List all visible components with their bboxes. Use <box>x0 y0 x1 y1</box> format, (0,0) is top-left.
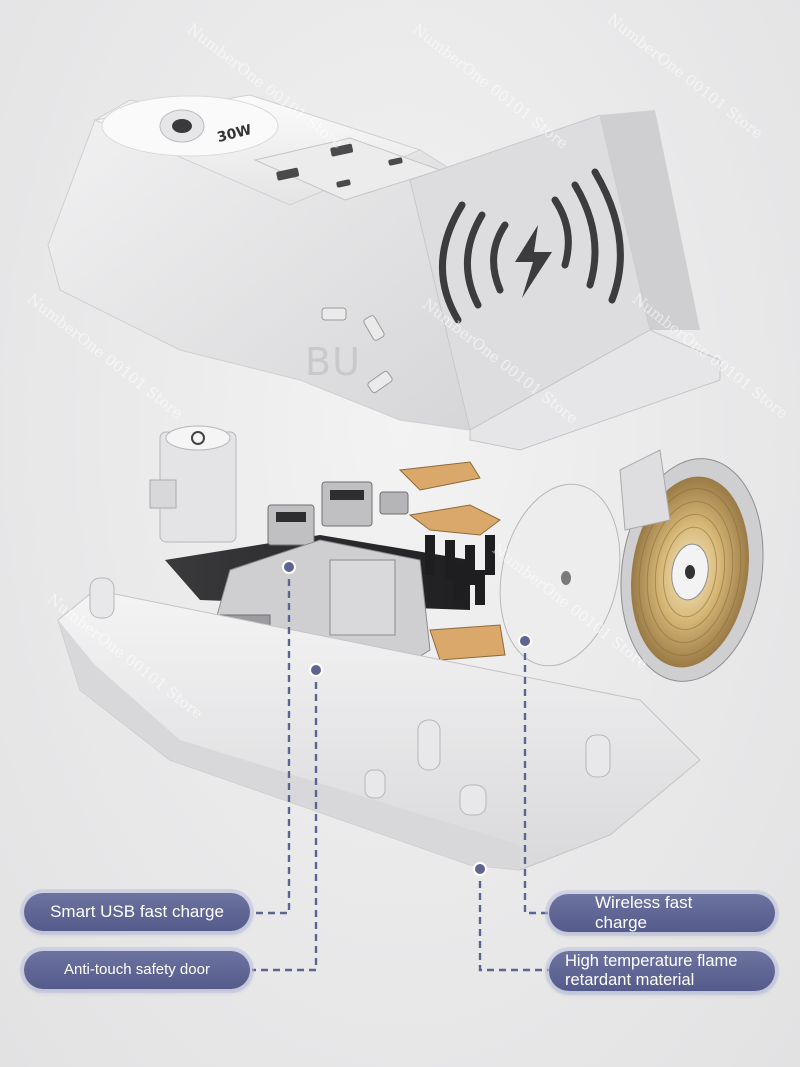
leader-lines <box>252 567 549 972</box>
wireless-label-line1: Wireless fast <box>595 893 693 912</box>
smart-usb-label-text: Smart USB fast charge <box>50 902 224 921</box>
wireless-charge-icon <box>439 168 624 324</box>
brand-mark: BU <box>305 340 361 384</box>
wireless-coil-plate <box>499 483 621 667</box>
leader-dots <box>282 560 532 876</box>
wireless-fast-charge-label: Wireless fast charge <box>549 893 775 932</box>
flame-label-line2: retardant material <box>565 971 695 989</box>
smart-usb-fast-charge-label: Smart USB fast charge <box>24 893 250 931</box>
flame-label-line1: High temperature flame <box>565 952 738 970</box>
anti-touch-safety-door-label: Anti-touch safety door <box>24 951 250 989</box>
flame-retardant-material-label: High temperature flame retardant materia… <box>549 951 775 991</box>
safety-door-label-text: Anti-touch safety door <box>64 961 210 978</box>
base-shell <box>57 577 701 871</box>
gold-induction-coil <box>619 449 764 682</box>
power-button <box>149 425 237 543</box>
wireless-label-line2: charge <box>595 913 647 932</box>
